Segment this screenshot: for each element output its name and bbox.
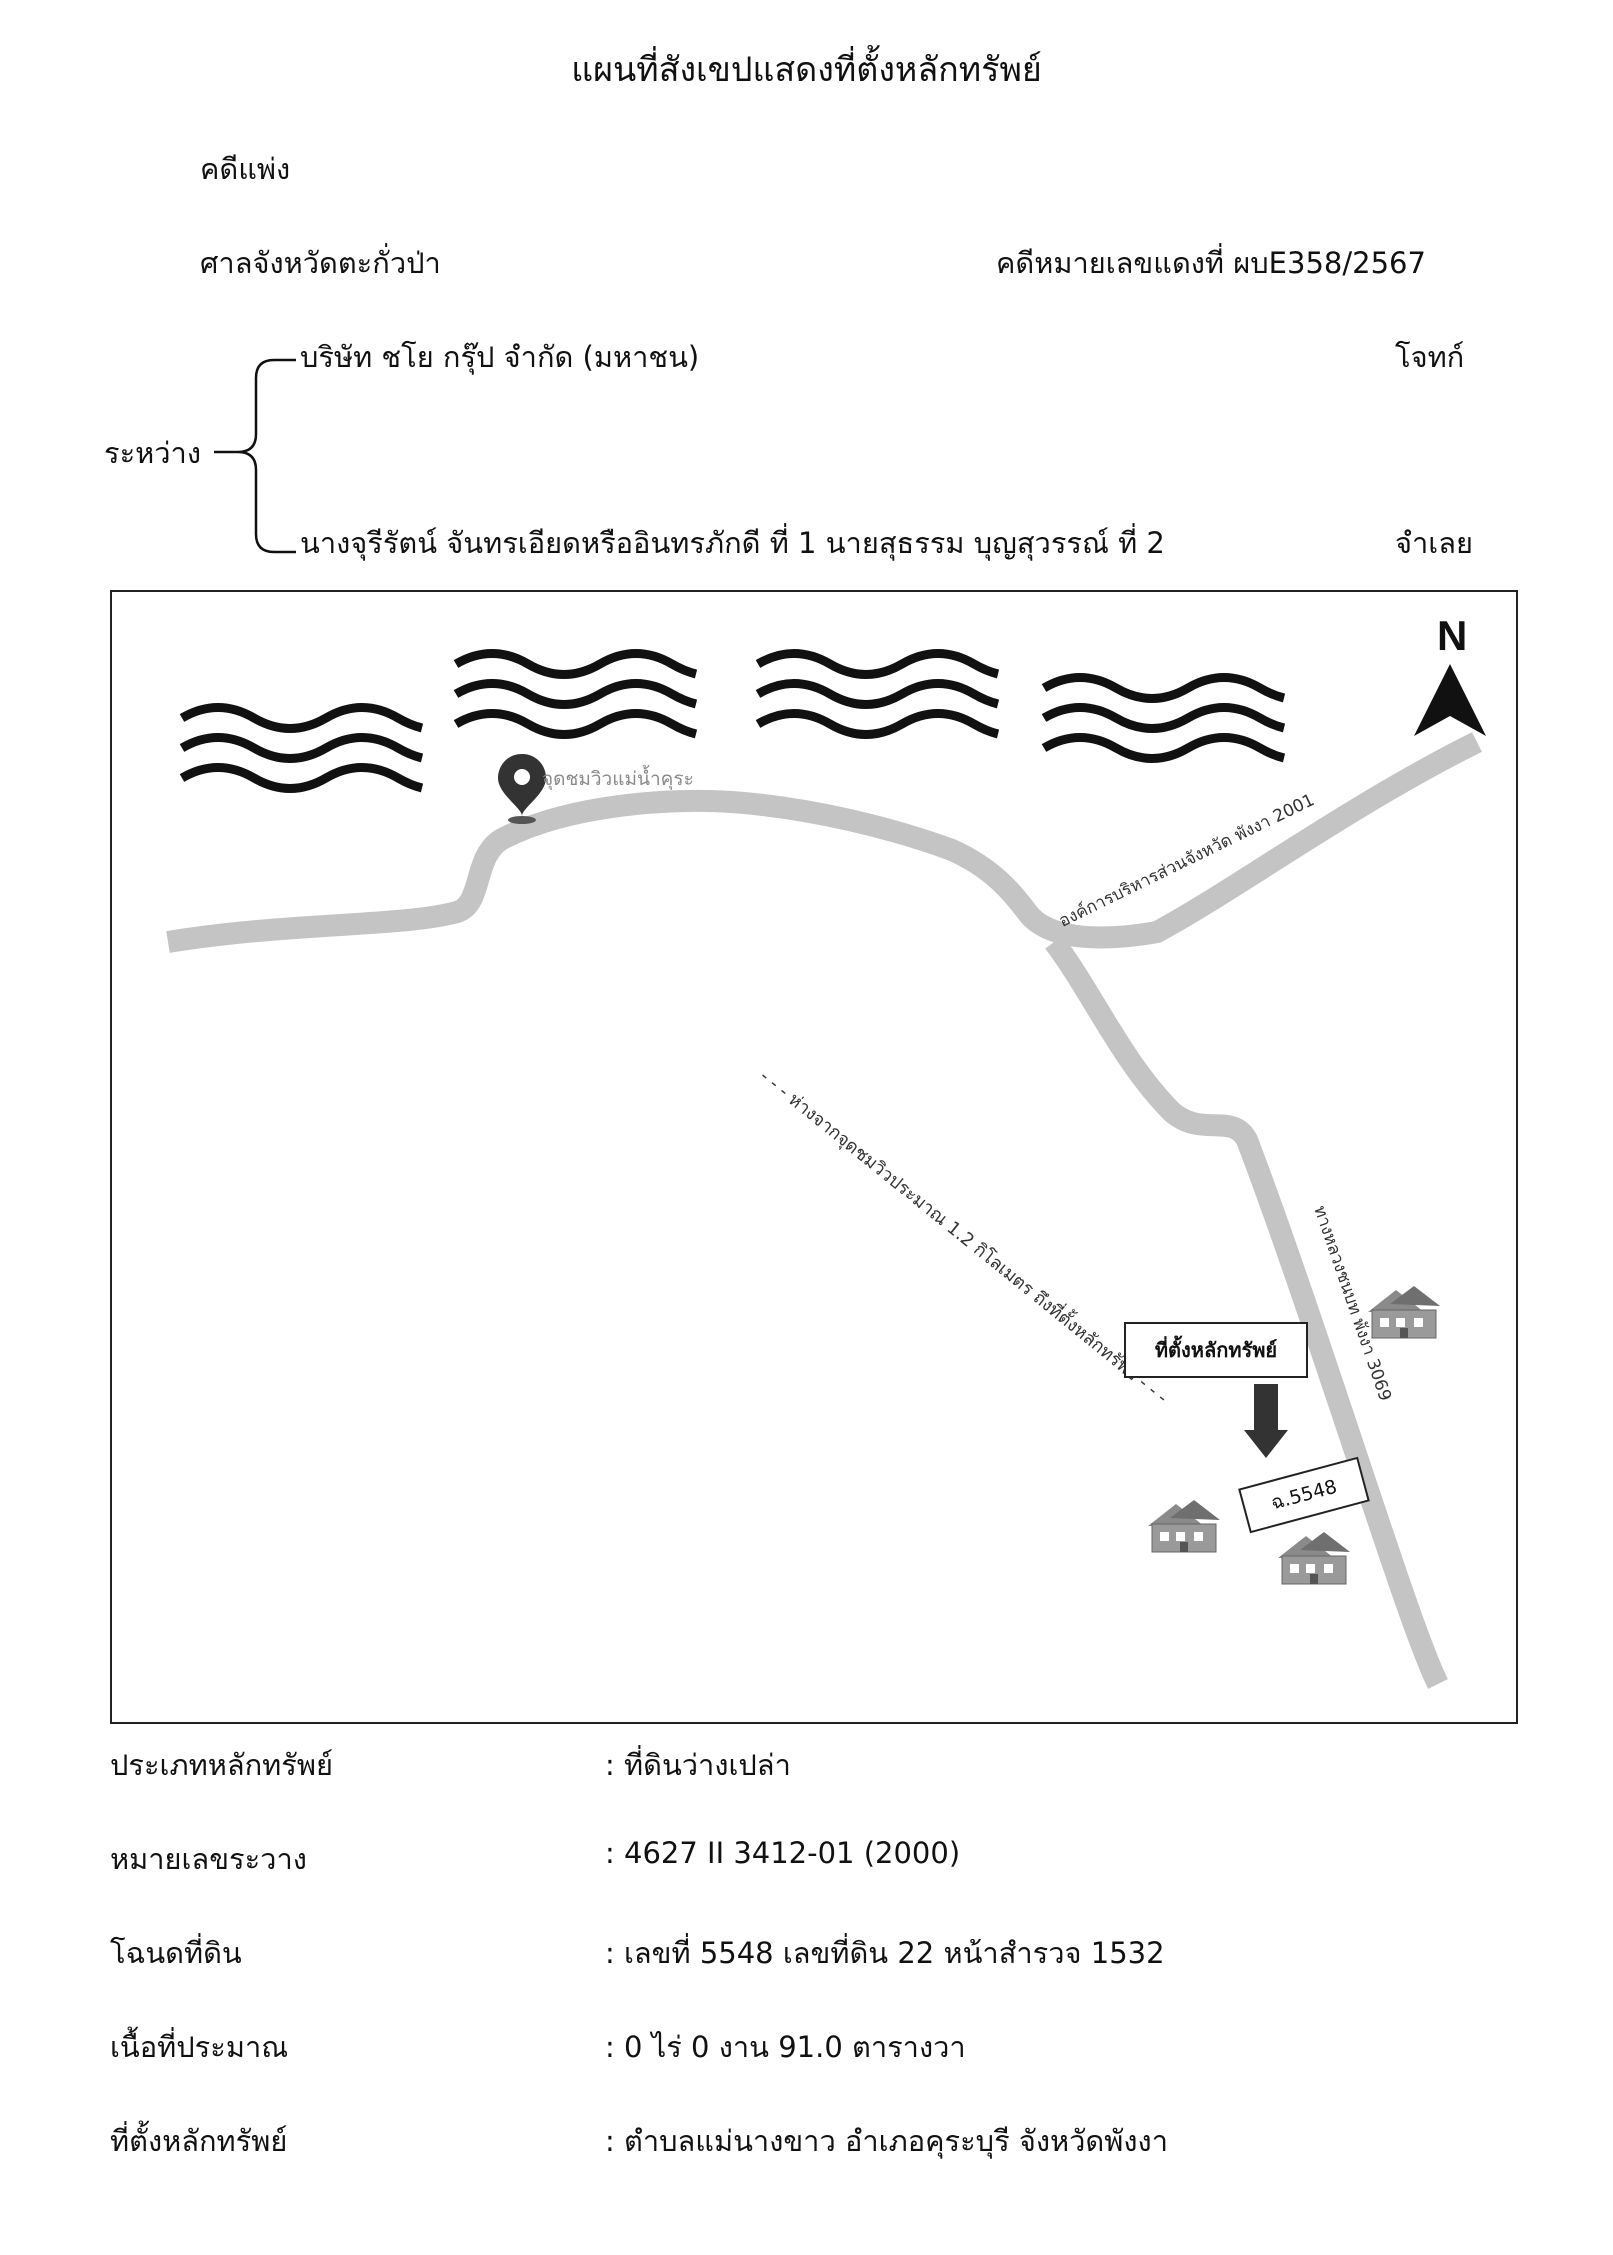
detail-label-title-deed: โฉนดที่ดิน: [110, 1936, 242, 1970]
viewpoint-label: จุดชมวิวแม่น้ำคุระ: [542, 768, 694, 790]
north-label: N: [1437, 612, 1468, 659]
detail-value-title-deed: : เลขที่ 5548 เลขที่ดิน 22 หน้าสำรวจ 153…: [605, 1936, 1165, 1970]
location-pin-icon: [498, 754, 546, 824]
court-name: ศาลจังหวัดตะกั่วป่า: [200, 246, 441, 280]
house-icon: [1147, 1499, 1221, 1553]
plaintiff-role: โจทก์: [1395, 340, 1465, 374]
map-drawing: [166, 592, 1486, 1689]
between-label: ระหว่าง: [104, 436, 201, 470]
house-icon: [1367, 1285, 1441, 1339]
road-2001: [166, 732, 1482, 953]
plaintiff-name: บริษัท ชโย กรุ๊ป จำกัด (มหาชน): [300, 340, 700, 374]
defendant-role: จำเลย: [1395, 526, 1473, 560]
house-icon: [1277, 1531, 1351, 1585]
case-number: คดีหมายเลขแดงที่ ผบE358/2567: [996, 246, 1426, 280]
road-3069: [1045, 935, 1448, 1689]
case-type: คดีแพ่ง: [200, 152, 291, 186]
north-arrow-icon: [1414, 664, 1486, 736]
detail-label-sheet-number: หมายเลขระวาง: [110, 1842, 307, 1876]
defendant-name: นางจุรีรัตน์ จันทรเอียดหรืออินทรภักดี ที…: [300, 526, 1165, 560]
water-waves-icon: [182, 708, 422, 789]
asset-location-box: ที่ตั้งหลักทรัพย์: [1124, 1322, 1308, 1378]
down-arrow-icon: [1244, 1384, 1288, 1458]
page-title: แผนที่สังเขปแสดงที่ตั้งหลักทรัพย์: [571, 50, 1042, 90]
detail-label-location: ที่ตั้งหลักทรัพย์: [110, 2124, 288, 2158]
detail-value-sheet-number: : 4627 II 3412-01 (2000): [605, 1836, 961, 1870]
detail-label-asset-type: ประเภทหลักทรัพย์: [110, 1748, 333, 1782]
location-map: N จุดชมวิวแม่น้ำคุระ - - - ห่างจากจุดชมว…: [110, 590, 1518, 1724]
detail-value-asset-type: : ที่ดินว่างเปล่า: [605, 1748, 791, 1782]
party-brace-icon: [214, 358, 296, 554]
water-waves-icon: [758, 654, 998, 735]
detail-label-area: เนื้อที่ประมาณ: [110, 2030, 289, 2064]
water-waves-icon: [1044, 678, 1284, 759]
water-waves-icon: [456, 654, 696, 735]
detail-value-location: : ตำบลแม่นางขาว อำเภอคุระบุรี จังหวัดพัง…: [605, 2124, 1168, 2158]
detail-value-area: : 0 ไร่ 0 งาน 91.0 ตารางวา: [605, 2030, 966, 2064]
